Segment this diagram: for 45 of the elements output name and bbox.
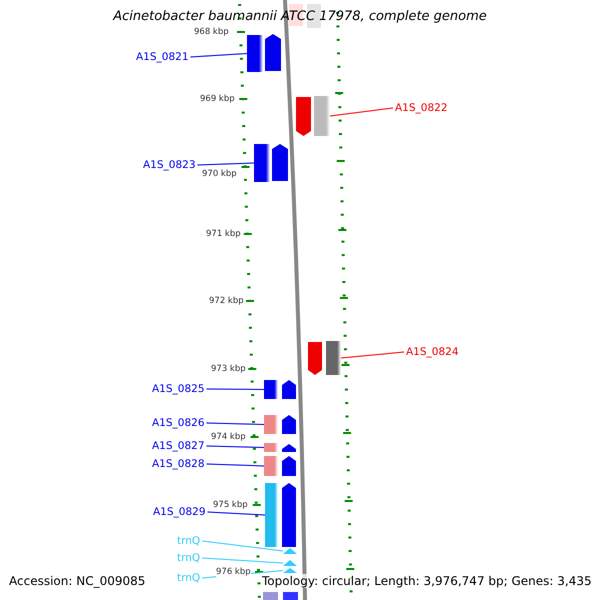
- gene-label: A1S_0823: [143, 159, 196, 171]
- leader-line: [190, 53, 248, 58]
- gene-block: [264, 380, 278, 399]
- gene-block: [264, 415, 278, 434]
- leader-line: [206, 464, 264, 466]
- scale-label: 968 kbp: [194, 27, 229, 37]
- leader-line: [340, 352, 404, 358]
- gene-block: [264, 456, 278, 476]
- leader-line: [197, 162, 254, 166]
- gene-block: [264, 443, 278, 452]
- leader-line: [206, 388, 264, 390]
- gene-label: A1S_0828: [152, 458, 204, 470]
- scale-label: 975 kbp: [213, 500, 248, 510]
- gene-label: A1S_0825: [152, 383, 204, 395]
- leader-line: [206, 446, 264, 448]
- gene-block: [326, 341, 341, 375]
- leader-line: [330, 108, 394, 116]
- scale-label: 970 kbp: [202, 169, 237, 179]
- scale-label: 976 kbp: [216, 567, 251, 577]
- gene-label: A1S_0827: [152, 440, 204, 452]
- gene-label: A1S_0821: [136, 51, 188, 63]
- scale-label: 973 kbp: [211, 364, 246, 374]
- accession-text: Accession: NC_009085: [9, 574, 146, 588]
- gene-label: trnQ: [177, 552, 200, 564]
- gene-label: A1S_0826: [152, 417, 204, 429]
- gene-block: [265, 483, 278, 547]
- gene-block: [314, 96, 330, 136]
- gene-label: A1S_0824: [406, 346, 458, 358]
- trna-gene-mark: [283, 560, 297, 566]
- gene-block: [247, 35, 263, 72]
- scale-label: 972 kbp: [209, 296, 244, 306]
- gene-label: A1S_0829: [153, 506, 206, 518]
- gene-label: A1S_0822: [395, 102, 448, 114]
- gene-block: [254, 144, 270, 182]
- scale-label: 974 kbp: [211, 432, 246, 442]
- leader-line: [207, 512, 266, 516]
- gene-label: trnQ: [177, 572, 200, 584]
- leader-line: [202, 558, 284, 564]
- leader-line: [202, 540, 284, 552]
- chart-title: Acinetobacter baumannii ATCC 17978, complete genome: [112, 9, 488, 24]
- scale-label: 969 kbp: [200, 94, 235, 104]
- genome-summary-text: Topology: circular; Length: 3,976,747 bp; Genes: 3,435: [262, 574, 592, 588]
- gene-label: trnQ: [177, 535, 200, 547]
- scale-label: 971 kbp: [206, 229, 241, 239]
- leader-line: [206, 422, 264, 425]
